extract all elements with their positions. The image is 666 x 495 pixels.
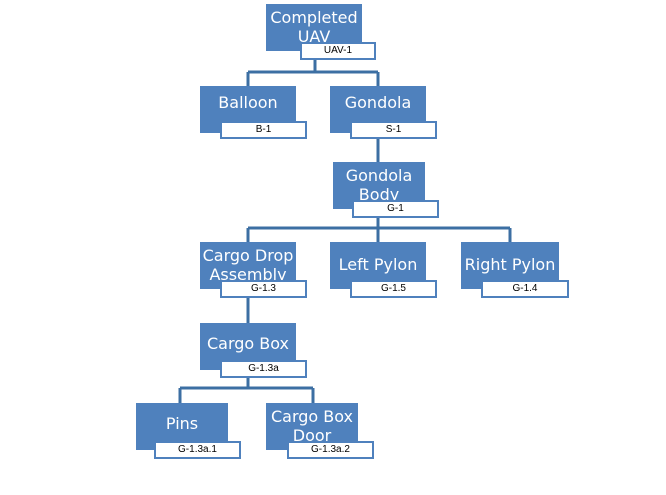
connector-uav-children [246,57,380,86]
node-title: Balloon [218,93,278,112]
node-code-gondola-body: G-1 [352,200,439,218]
node-code-pins: G-1.3a.1 [154,441,241,459]
node-title: Left Pylon [338,255,418,274]
node-title: Right Pylon [464,255,556,274]
node-title: Cargo Box [206,334,290,353]
connector-box-children [178,372,315,403]
connector-body-children [246,210,512,242]
node-title: Gondola [344,93,412,112]
node-code-cargo-box: G-1.3a [220,360,307,378]
node-code-left-pylon: G-1.5 [350,280,437,298]
node-code-uav: UAV-1 [300,42,376,60]
node-title: Cargo Box Door [270,407,354,445]
node-title: Cargo Drop Assembly [202,246,294,284]
node-code-cargo-drop-assembly: G-1.3 [220,280,307,298]
node-title: Pins [165,414,199,433]
node-code-balloon: B-1 [220,121,307,139]
node-code-right-pylon: G-1.4 [481,280,569,298]
node-title: Completed UAV [270,8,358,46]
node-code-cargo-box-door: G-1.3a.2 [287,441,374,459]
node-title: Gondola Body [345,166,413,204]
node-code-gondola: S-1 [350,121,437,139]
